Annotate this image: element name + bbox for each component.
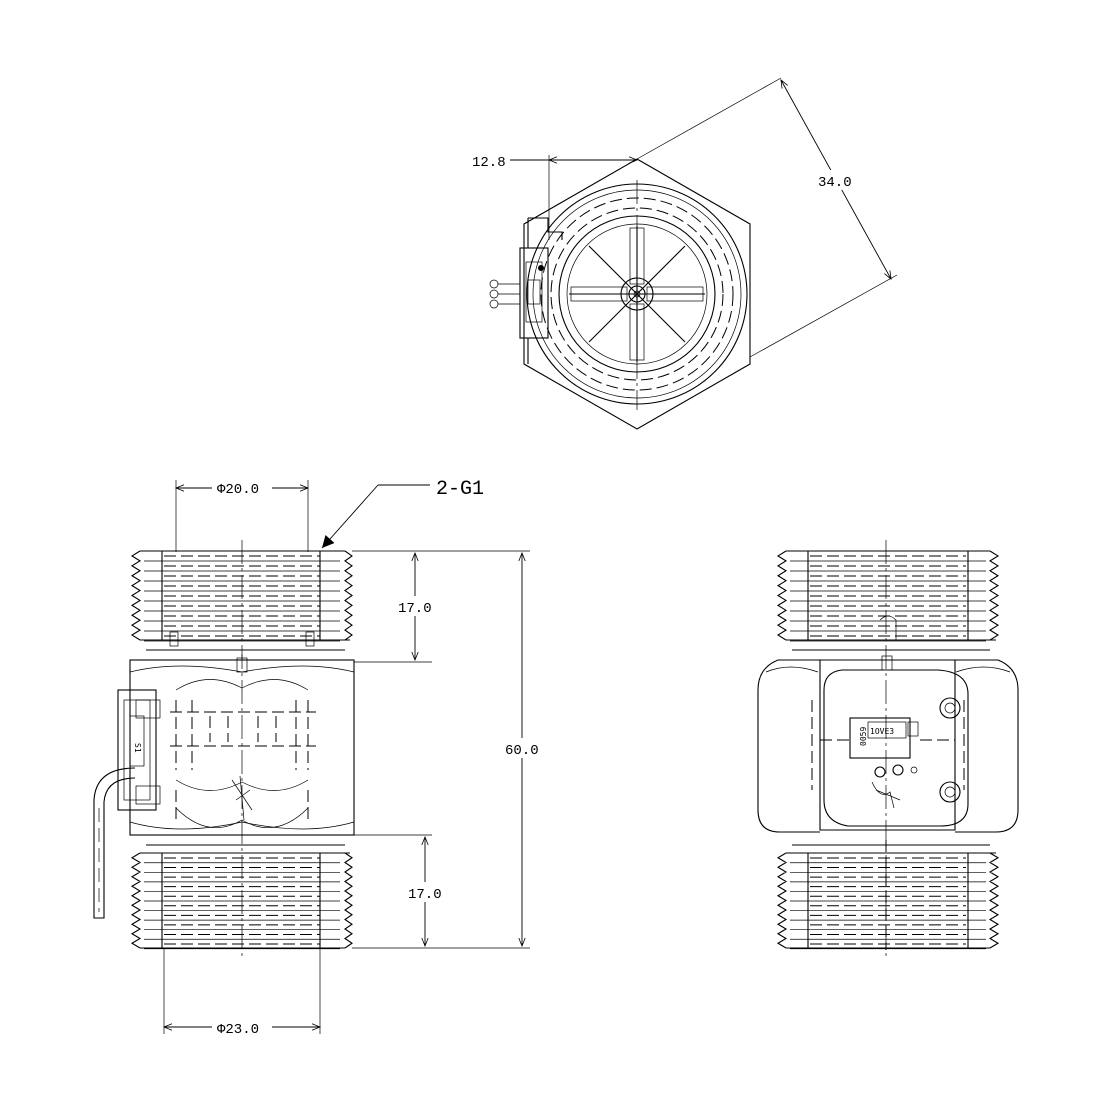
- hex-outline: [523, 158, 751, 430]
- dim-thread-length-bottom: 17.0: [408, 887, 442, 903]
- pcb-side-label: 0059: [859, 727, 868, 746]
- dim-sensor-offset: 12.8: [472, 155, 506, 171]
- top-thread: [130, 550, 353, 641]
- pcb-chip-label: 1OVE3: [870, 727, 894, 736]
- thread-callout: 2-G1: [436, 478, 484, 501]
- bottom-thread-right: [776, 852, 1000, 949]
- top-thread-right: [776, 550, 1000, 641]
- svg-text:S1: S1: [133, 743, 142, 753]
- dim-thread-length-top: 17.0: [398, 601, 432, 617]
- right-lobe: [955, 659, 1019, 833]
- dim-hex-across-flats: 34.0: [818, 175, 852, 191]
- front-view-right: 1OVE3 0059: [757, 540, 1019, 960]
- dim-outer-diameter: Φ23.0: [217, 1022, 259, 1038]
- dim-overall-length: 60.0: [505, 743, 539, 759]
- sensor-housing-side: S1: [117, 689, 161, 811]
- bottom-thread: [130, 852, 353, 949]
- pcb-board: 1OVE3 0059: [823, 655, 969, 827]
- side-view-left: S1 Φ20.0 2-G1 17.0 60.0: [93, 478, 543, 1038]
- sensor-cable: [93, 767, 136, 919]
- top-end-view: 12.8 34.0: [472, 77, 898, 430]
- left-lobe: [757, 659, 820, 833]
- dim-inner-diameter: Φ20.0: [217, 482, 259, 498]
- sensor-housing-end: [489, 217, 563, 364]
